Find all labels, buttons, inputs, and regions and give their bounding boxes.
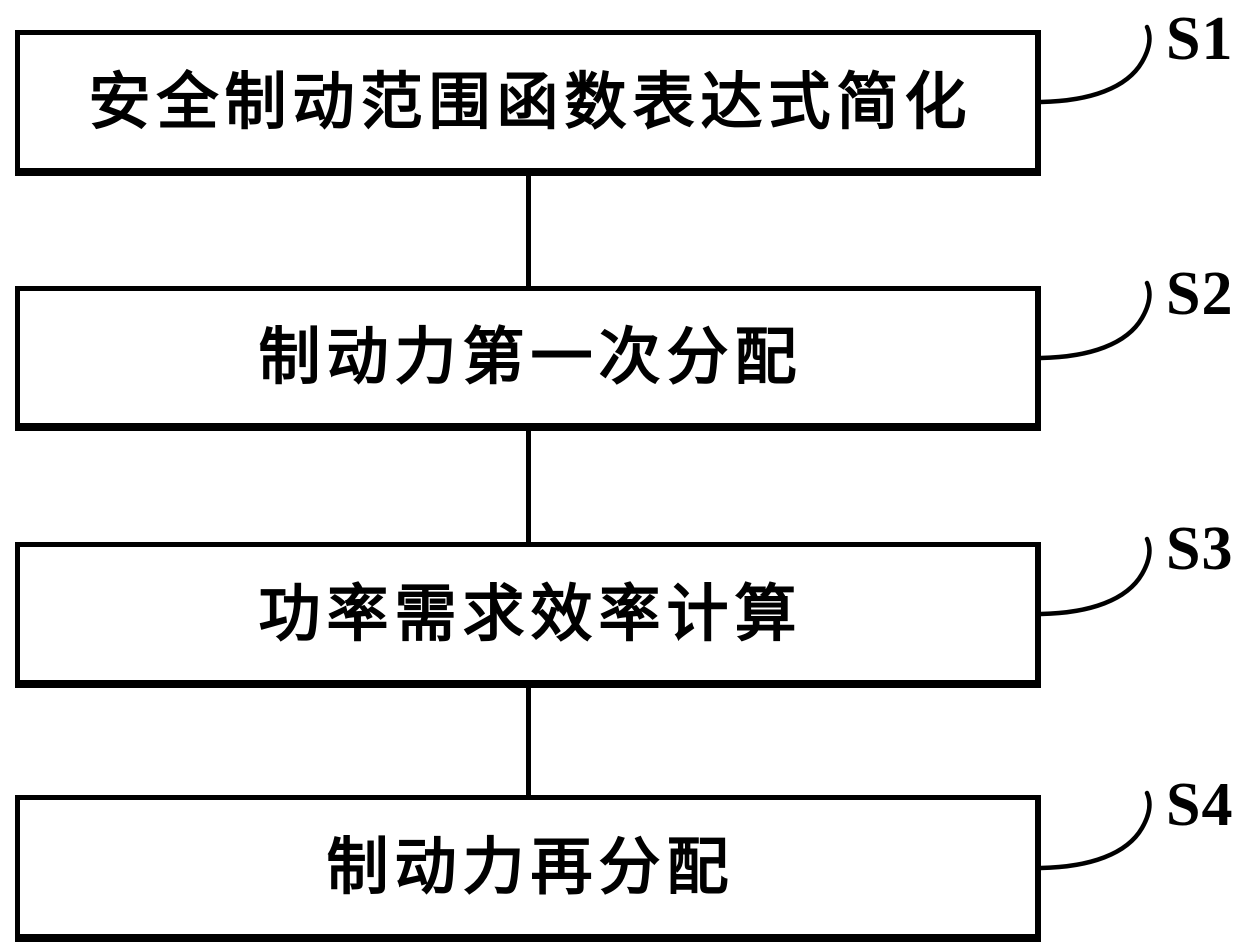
connector-s3-s4 — [526, 686, 531, 797]
connector-s2-s3 — [526, 429, 531, 544]
flow-box-s1-label: 安全制动范围函数表达式简化 — [88, 64, 973, 138]
leader-line-s3 — [1038, 536, 1152, 617]
flow-box-s2-label: 制动力第一次分配 — [258, 320, 803, 393]
step-label-s4: S4 — [1166, 771, 1234, 839]
flow-box-s2: 制动力第一次分配 — [15, 286, 1041, 431]
flow-box-s3-label: 功率需求效率计算 — [258, 576, 803, 650]
connector-s1-s2 — [526, 174, 531, 288]
flow-box-s1: 安全制动范围函数表达式简化 — [15, 30, 1041, 176]
leader-line-s1 — [1038, 24, 1152, 105]
leader-line-s4 — [1038, 790, 1152, 871]
flow-box-s4-label: 制动力再分配 — [326, 830, 735, 903]
flow-box-s4: 制动力再分配 — [15, 795, 1041, 942]
step-label-s3: S3 — [1166, 515, 1234, 583]
step-label-s1: S1 — [1166, 5, 1234, 73]
step-label-s2: S2 — [1166, 260, 1234, 328]
leader-line-s2 — [1038, 280, 1152, 361]
flow-box-s3: 功率需求效率计算 — [15, 542, 1041, 688]
